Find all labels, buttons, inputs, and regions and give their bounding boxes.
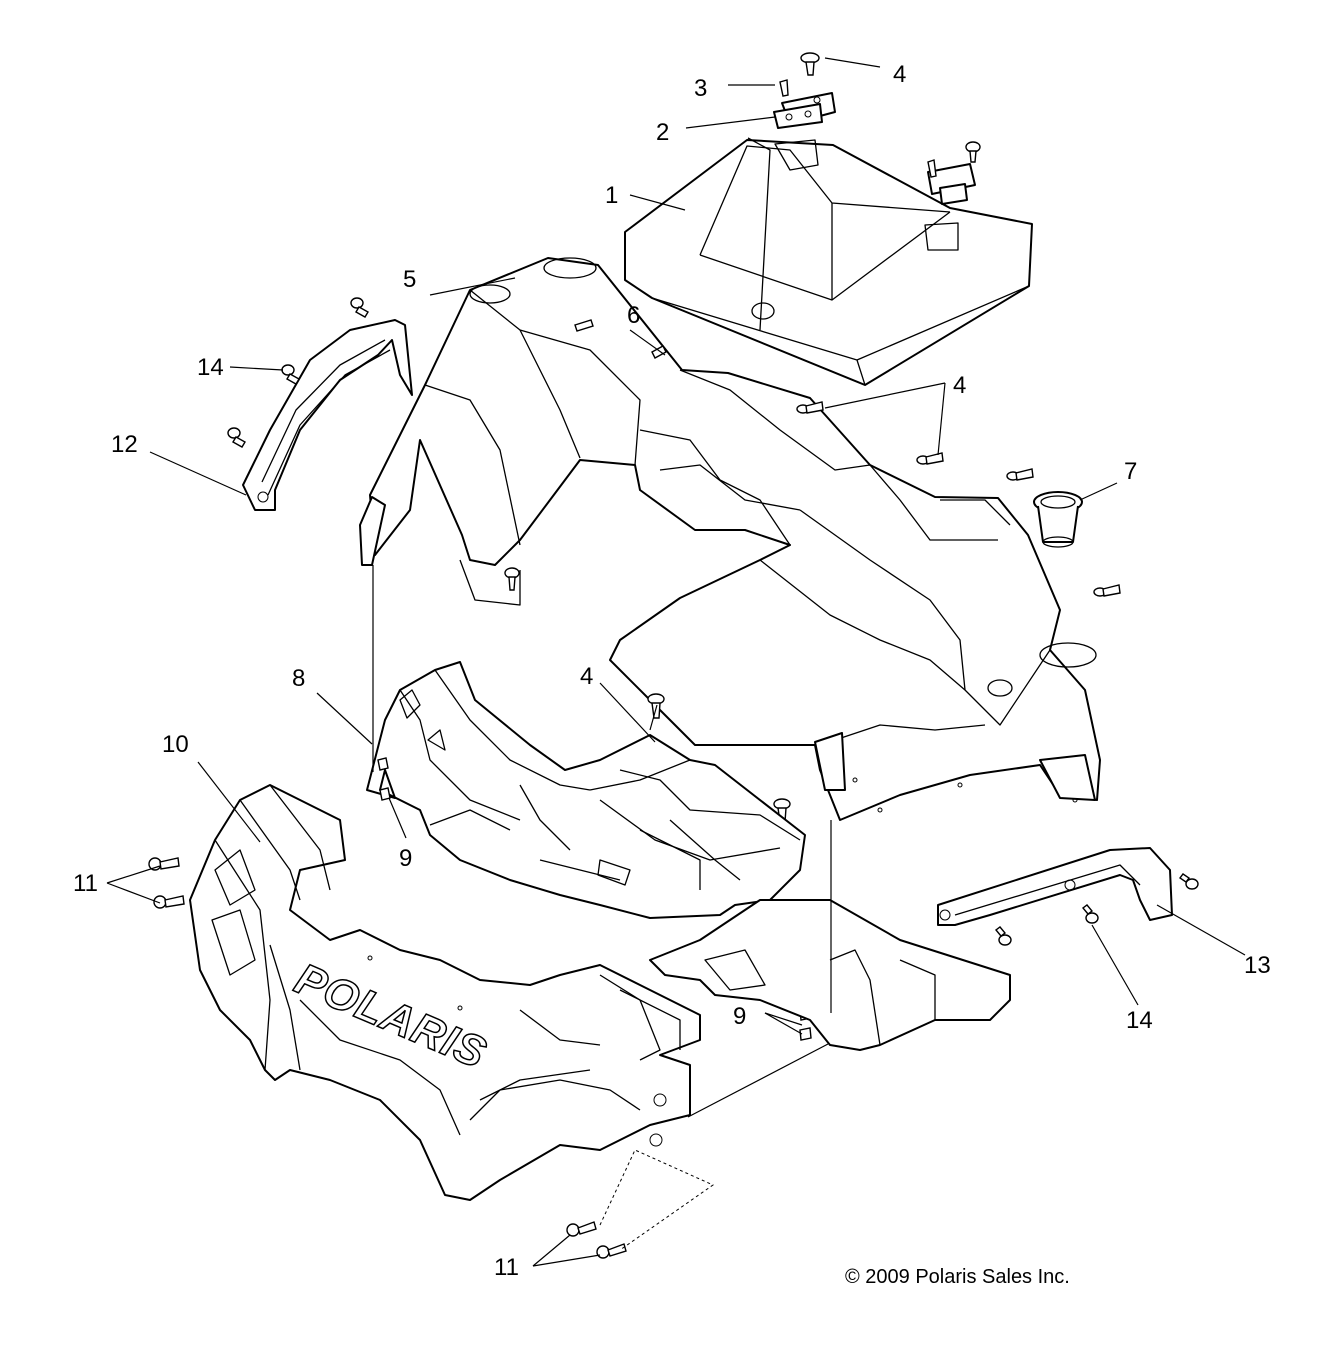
copyright-text: © 2009 Polaris Sales Inc. — [845, 1266, 1070, 1288]
callout-3: 3 — [694, 75, 707, 102]
callout-7: 7 — [1124, 458, 1137, 485]
leader-lines — [106, 57, 1246, 1267]
floor-panel-part — [649, 899, 1011, 1051]
callout-labels: 1 2 3 4 5 6 4 14 12 7 8 4 10 9 11 13 9 1… — [73, 61, 1271, 1281]
callout-9: 9 — [733, 1003, 746, 1030]
callout-14: 14 — [1126, 1007, 1153, 1034]
screw-fastener — [227, 297, 369, 448]
callout-5: 5 — [403, 266, 416, 293]
storage-tray-part — [366, 661, 806, 919]
callout-4: 4 — [580, 663, 593, 690]
callout-9: 9 — [399, 845, 412, 872]
callout-2: 2 — [656, 119, 669, 146]
callout-4: 4 — [893, 61, 906, 88]
callout-1: 1 — [605, 182, 618, 209]
hinge-part — [773, 92, 976, 205]
callout-4: 4 — [953, 372, 966, 399]
callout-11: 11 — [494, 1254, 519, 1281]
callout-11: 11 — [73, 870, 98, 897]
callout-10: 10 — [162, 731, 189, 758]
callout-14: 14 — [197, 354, 224, 381]
callout-8: 8 — [292, 665, 305, 692]
callout-12: 12 — [111, 431, 138, 458]
left-trim-part — [242, 319, 413, 511]
hood-lid-part — [624, 137, 1033, 386]
front-fascia-part: POLARIS — [189, 784, 701, 1201]
callout-6: 6 — [627, 302, 640, 329]
screw-fastener — [994, 873, 1199, 946]
callout-13: 13 — [1244, 952, 1271, 979]
screw-fastener — [779, 52, 981, 178]
right-trim-part — [937, 847, 1173, 926]
cab-side-tab — [359, 496, 1096, 801]
cupholder-part — [1033, 491, 1083, 548]
screw-fastener — [148, 857, 627, 1259]
alignment-lines — [372, 565, 832, 1251]
